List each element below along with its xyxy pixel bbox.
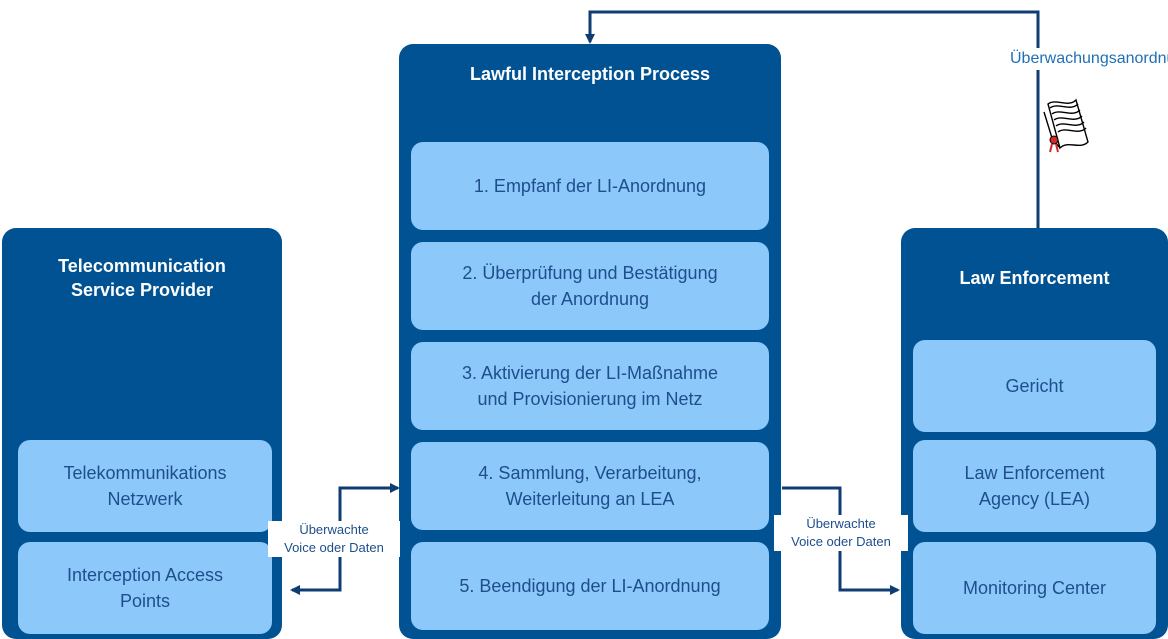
lawful-interception-panel: Lawful Interception Process 1. Empfanf d… <box>399 44 781 639</box>
order-connector <box>585 10 1040 230</box>
lea-box: Law Enforcement Agency (LEA) <box>913 440 1156 532</box>
court-order-document-icon <box>1043 98 1089 153</box>
service-provider-title: Telecommunication Service Provider <box>58 256 226 300</box>
right-link-label: Überwachte Voice oder Daten <box>774 515 908 551</box>
left-link-label: Überwachte Voice oder Daten <box>268 521 400 557</box>
law-enforcement-panel: Law Enforcement Gericht Law Enforcement … <box>901 228 1168 639</box>
interception-access-points-box: Interception Access Points <box>18 542 272 634</box>
service-provider-panel: Telecommunication Service Provider Telek… <box>2 228 282 639</box>
order-label: Überwachungsanordnung <box>1010 48 1168 70</box>
lawful-interception-title: Lawful Interception Process <box>469 64 711 84</box>
monitoring-center-box: Monitoring Center <box>913 542 1156 634</box>
gericht-box: Gericht <box>913 340 1156 432</box>
process-step-5: 5. Beendigung der LI-Anordnung <box>411 542 769 630</box>
process-step-3: 3. Aktivierung der LI-Maßnahme und Provi… <box>411 342 769 430</box>
process-step-4: 4. Sammlung, Verarbeitung, Weiterleitung… <box>411 442 769 530</box>
process-step-2: 2. Überprüfung und Bestätigung der Anord… <box>411 242 769 330</box>
process-step-1: 1. Empfanf der LI-Anordnung <box>411 142 769 230</box>
law-enforcement-title: Law Enforcement <box>959 268 1110 288</box>
telekommunikations-netzwerk-box: Telekommunikations Netzwerk <box>18 440 272 532</box>
